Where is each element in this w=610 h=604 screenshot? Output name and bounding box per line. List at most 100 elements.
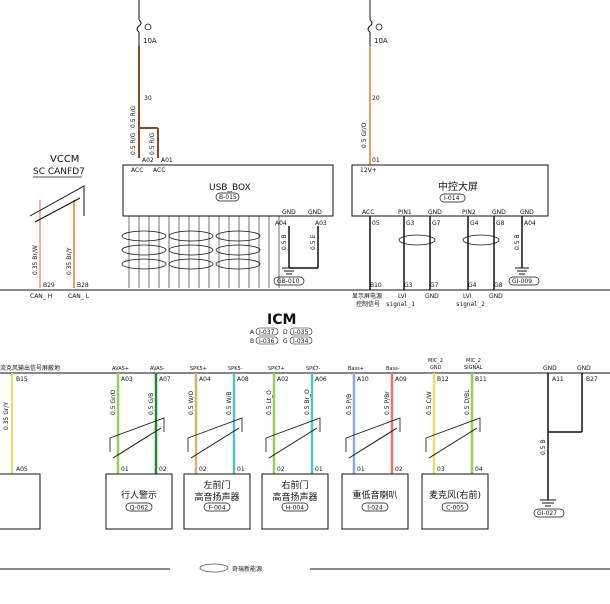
svg-text:显示屏电源: 显示屏电源 [352,292,382,300]
usb-ground-wires: A04 A03 0.5 B 0.5 E GB-010 [273,220,327,286]
svg-text:B12: B12 [437,376,449,383]
vccm-can-wires: 0.35 Br/W 0.35 Br/Y B29 B28 CAN_ H CAN_ … [29,185,90,300]
svg-text:GND: GND [308,209,322,216]
ground-icon [540,499,556,507]
head-unit-pin-num: G4 [470,220,479,227]
svg-text:01: 01 [121,466,129,473]
right-ground-code: GI-027 [537,510,557,517]
svg-text:GND: GND [489,293,503,300]
svg-text:A: A [250,329,255,336]
svg-text:右前门: 右前门 [281,479,308,491]
output-module [341,473,409,530]
svg-text:I-036: I-036 [259,338,275,345]
svg-text:A01: A01 [161,157,173,164]
svg-text:signal_2: signal_2 [456,301,485,308]
logo-icon [199,563,229,573]
svg-text:A02: A02 [277,376,289,383]
svg-text:LVI: LVI [398,293,407,300]
icm-title-block: ICM A I-037 D I-035 B I-036 G I-034 [250,312,313,345]
svg-text:0.5 P/Br: 0.5 P/Br [384,391,391,415]
svg-text:AVAS+: AVAS+ [112,366,129,372]
svg-text:MIC_2: MIC_2 [466,358,481,364]
icm-title: ICM [267,312,296,328]
svg-text:CAN_ H: CAN_ H [30,293,52,300]
left-shield-wire: 流克风输出信号屏蔽地 B15 0.35 Gr/Y A05 [0,364,60,530]
svg-text:VCCM: VCCM [50,154,79,165]
head-unit-pin-label: GND [428,209,442,216]
svg-text:GND: GND [282,209,296,216]
svg-text:A04: A04 [275,220,287,227]
usb-box-power-feed: 10A 30 0.5 R/G 0.5 R/G 0.5 R/G A02 A01 [130,0,173,164]
svg-text:G3: G3 [404,282,413,289]
svg-text:D: D [283,329,288,336]
svg-text:CAN_ L: CAN_ L [68,293,90,300]
usb-box-title: USB_BOX [209,183,251,193]
usb-wire-num: 30 [144,95,152,102]
output-code: H-004 [286,505,304,512]
svg-text:I-037: I-037 [259,329,275,336]
output-code: Q-062 [130,505,149,512]
usb-box-output-wires [128,216,280,288]
output-module [421,473,489,530]
head-unit-power-feed: 10A 20 0.5 Gr/O 01 [361,0,388,165]
svg-text:SPK5-: SPK5- [228,366,243,372]
output-module [261,473,329,530]
svg-text:A03: A03 [121,376,133,383]
svg-text:I-034: I-034 [293,338,309,345]
svg-text:ACC: ACC [153,167,165,174]
usb-box-module: ACC ACC USB_BOX B-015 GND GND [122,164,334,217]
ground-icon [282,267,296,275]
twist-marker [168,258,214,270]
right-ground-wires: GND GND A11 B27 0.5 B GI-027 [533,365,598,518]
icm-headunit-labels: B10 显示屏电源 控制信号 G3 G7 G4 G8 LVI signal_1 … [352,282,503,308]
svg-text:0.5 W/B: 0.5 W/B [226,391,233,415]
usb-ground-code: GB-010 [277,278,300,285]
svg-text:0.5 Br_O: 0.5 Br_O [304,389,311,415]
svg-text:控制信号: 控制信号 [356,300,380,308]
svg-text:A05: A05 [16,466,28,473]
head-unit-pin-num: G8 [496,220,505,227]
svg-text:Bass-: Bass- [386,366,400,372]
svg-text:A02: A02 [142,157,154,164]
svg-text:02: 02 [395,466,403,473]
svg-text:A04: A04 [199,376,211,383]
svg-text:GND: GND [543,365,557,372]
svg-text:04: 04 [475,466,483,473]
output-module [105,473,173,530]
svg-text:0.5 Lt_O: 0.5 Lt_O [266,390,273,415]
svg-text:02: 02 [159,466,167,473]
svg-text:0.5 G/B: 0.5 G/B [148,393,155,415]
svg-text:A10: A10 [357,376,369,383]
svg-text:SPK5+: SPK5+ [190,366,207,372]
twist-marker [398,234,436,246]
svg-text:B15: B15 [16,376,28,383]
svg-text:高音扬声器: 高音扬声器 [272,491,317,503]
svg-text:0.5 C/W: 0.5 C/W [426,391,433,415]
svg-text:G4: G4 [468,282,477,289]
svg-text:A08: A08 [237,376,249,383]
svg-text:20: 20 [372,95,380,102]
svg-text:GND: GND [425,293,439,300]
svg-text:重低音喇叭: 重低音喇叭 [352,489,397,501]
twist-marker [121,244,167,256]
svg-text:A09: A09 [395,376,407,383]
vccm-label: VCCM SC CANFD7 [33,154,85,178]
fuse-icon [136,19,142,33]
svg-text:01: 01 [315,466,323,473]
svg-text:B: B [250,338,254,345]
svg-text:B10: B10 [370,282,382,289]
usb-wire-a: 0.5 R/G [130,105,137,128]
twist-marker [168,230,214,242]
twist-marker [215,258,261,270]
twist-marker [215,230,261,242]
head-unit-code: I-014 [444,195,460,202]
twist-marker [121,230,167,242]
head-unit-pin-label: PIN2 [462,209,476,216]
svg-text:02: 02 [199,466,207,473]
svg-text:12V+: 12V+ [360,167,377,174]
svg-text:高音扬声器: 高音扬声器 [194,491,239,503]
